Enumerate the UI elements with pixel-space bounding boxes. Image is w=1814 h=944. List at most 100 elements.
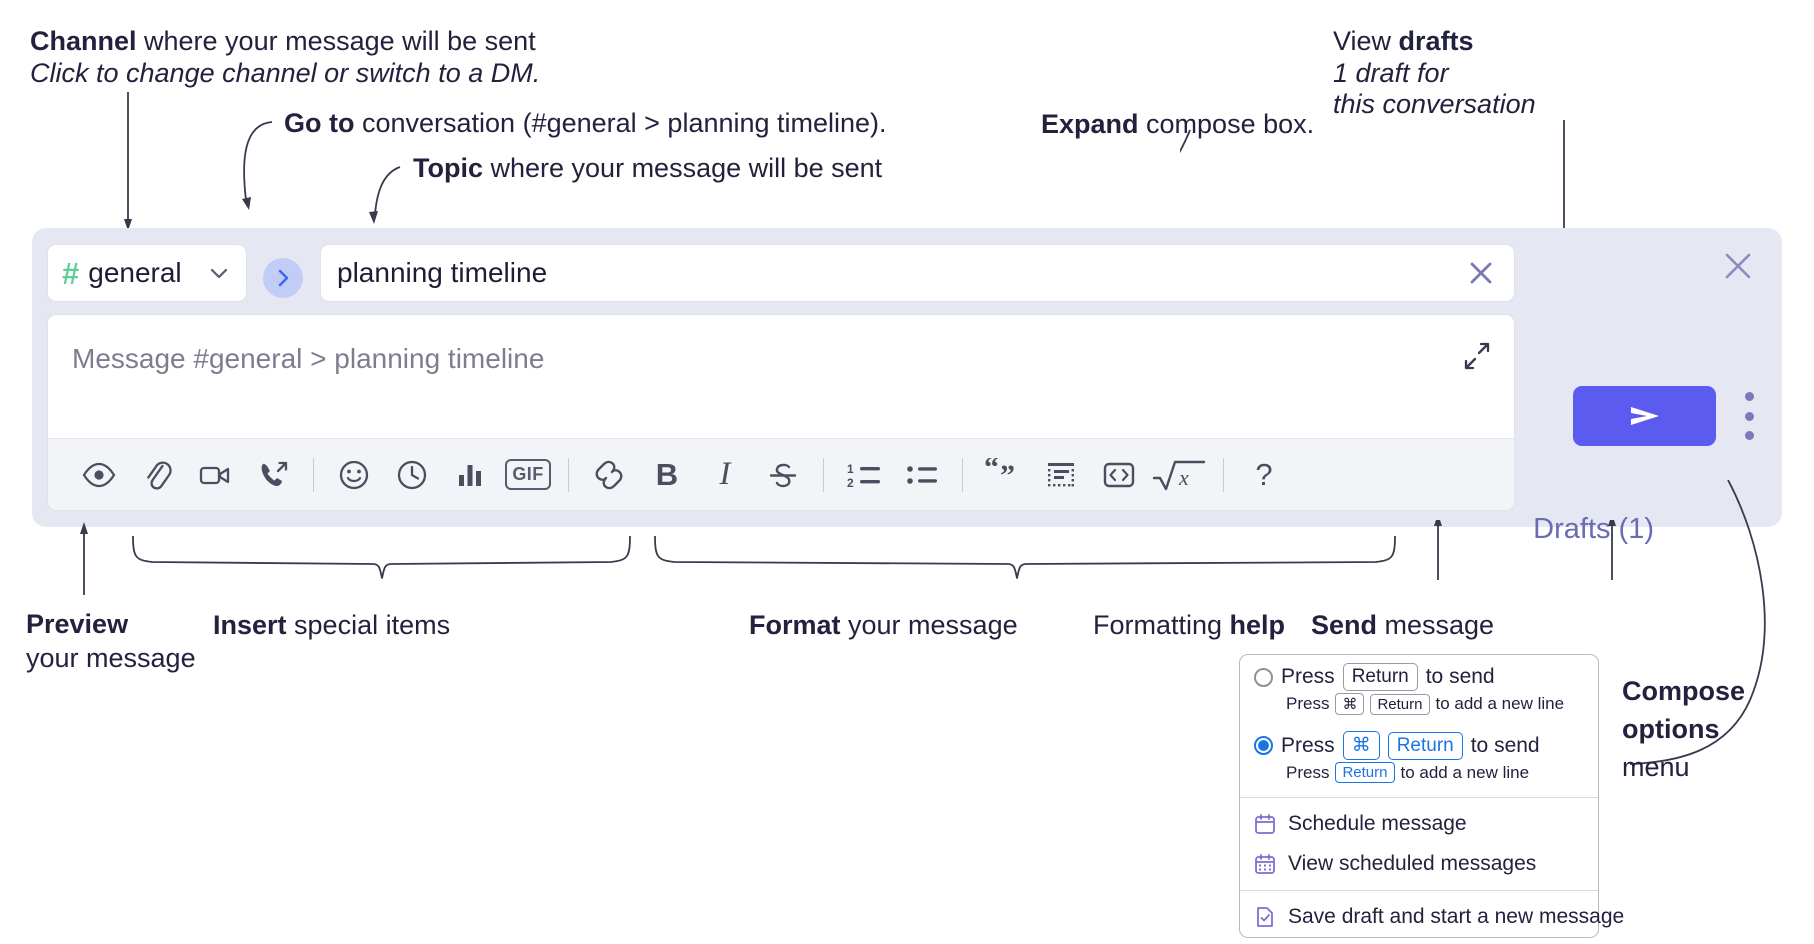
svg-text:2: 2	[847, 476, 854, 490]
option-press-cmd-return-subtext: Press Return to add a new line	[1240, 762, 1598, 791]
annotation-drafts-sub1: 1 draft for	[1333, 58, 1449, 88]
annotation-compose-strong1: Compose	[1622, 676, 1746, 706]
annotation-drafts-sub2: this conversation	[1333, 89, 1536, 119]
annotation-compose-strong2: options	[1622, 714, 1720, 744]
option-action-label: to send	[1470, 733, 1540, 757]
annotation-drafts: View drafts	[1333, 23, 1474, 60]
compose-box: # general planning timeline Message #gen…	[32, 228, 1782, 545]
channel-selector[interactable]: # general	[47, 244, 247, 302]
kebab-dot	[1744, 392, 1754, 401]
radio-selected-icon[interactable]	[1254, 736, 1273, 755]
blockquote-icon[interactable]: “ ”	[974, 446, 1032, 504]
bulleted-list-icon[interactable]	[893, 446, 951, 504]
annotation-insert-strong: Insert	[213, 610, 287, 640]
annotation-topic-strong: Topic	[413, 153, 483, 183]
annotation-expand: Expand compose box.	[1041, 106, 1314, 143]
annotation-channel: Channel where your message will be sent	[30, 23, 536, 60]
annotation-drafts-view: View	[1333, 26, 1399, 56]
italic-icon[interactable]: I	[696, 446, 754, 504]
annotation-preview: Preview your message	[26, 607, 226, 675]
help-label: ?	[1255, 457, 1273, 492]
kebab-dot	[1744, 431, 1754, 440]
annotation-compose-rest: menu	[1622, 752, 1690, 782]
annotation-preview-strong: Preview	[26, 609, 129, 639]
annotation-send-rest: message	[1377, 610, 1495, 640]
key-return: Return	[1335, 762, 1395, 783]
menu-item-label: Save draft and start a new message	[1288, 905, 1625, 928]
close-icon[interactable]	[1464, 256, 1498, 290]
formatting-toolbar: GIF B I	[48, 438, 1514, 510]
option-press-return-to-send[interactable]: Press Return to send	[1240, 655, 1598, 693]
help-icon[interactable]: ?	[1235, 446, 1293, 504]
compose-options-menu-button[interactable]	[1738, 392, 1760, 440]
send-button[interactable]	[1573, 386, 1716, 446]
annotation-expand-strong: Expand	[1041, 109, 1139, 139]
key-return: Return	[1370, 693, 1430, 715]
chevron-right-icon	[278, 269, 289, 287]
annotation-goto-rest: conversation (#general > planning timeli…	[354, 108, 887, 138]
compose-options-dropdown: Press Return to send Press ⌘ Return to a…	[1239, 654, 1624, 938]
menu-item-schedule-message[interactable]: Schedule message	[1240, 804, 1598, 844]
code-icon[interactable]	[1090, 446, 1148, 504]
strikethrough-icon[interactable]	[754, 446, 812, 504]
radio-unselected-icon[interactable]	[1254, 667, 1273, 687]
annotation-drafts-strong: drafts	[1398, 26, 1474, 56]
annotation-channel-rest: where your message will be sent	[136, 26, 536, 56]
key-command: ⌘	[1342, 731, 1380, 760]
annotation-help-pre: Formatting	[1093, 610, 1230, 640]
svg-text:“: “	[984, 458, 999, 484]
clock-icon[interactable]	[383, 446, 441, 504]
option-press-return-subtext: Press ⌘ Return to add a new line	[1240, 693, 1598, 723]
toolbar-divider	[568, 457, 569, 492]
gif-icon[interactable]: GIF	[499, 446, 557, 504]
hash-icon: #	[62, 255, 80, 291]
menu-divider	[1240, 890, 1598, 891]
svg-text:1: 1	[847, 462, 854, 476]
menu-item-label: View scheduled messages	[1288, 852, 1537, 875]
drafts-link[interactable]: Drafts (1)	[1533, 513, 1654, 545]
attachment-icon[interactable]	[128, 446, 186, 504]
topic-input[interactable]: planning timeline	[320, 244, 1515, 302]
poll-icon[interactable]	[441, 446, 499, 504]
close-compose-icon[interactable]	[1718, 246, 1758, 286]
option-press-cmd-return-to-send[interactable]: Press ⌘ Return to send	[1240, 723, 1598, 762]
option-press-label: Press	[1281, 665, 1335, 688]
key-return: Return	[1342, 663, 1418, 691]
menu-item-view-scheduled-messages[interactable]: View scheduled messages	[1240, 844, 1598, 884]
topic-value: planning timeline	[337, 257, 548, 288]
message-placeholder: Message #general > planning timeline	[72, 343, 545, 374]
video-icon[interactable]	[186, 446, 244, 504]
preview-icon[interactable]	[70, 446, 128, 504]
menu-item-save-draft[interactable]: Save draft and start a new message	[1240, 897, 1624, 937]
kebab-dot	[1744, 411, 1754, 421]
sub-action-label: to add a new line	[1435, 694, 1565, 713]
code-block-icon[interactable]	[1032, 446, 1090, 504]
expand-icon[interactable]	[1460, 339, 1494, 373]
message-input-card[interactable]: Message #general > planning timeline	[47, 314, 1515, 511]
toolbar-divider	[823, 457, 824, 492]
annotation-channel-sub: Click to change channel or switch to a D…	[30, 58, 541, 88]
emoji-icon[interactable]	[325, 446, 383, 504]
annotation-help: Formatting help	[1093, 607, 1285, 644]
audio-call-icon[interactable]	[244, 446, 302, 504]
toolbar-divider	[962, 457, 963, 492]
bold-icon[interactable]: B	[638, 446, 696, 504]
annotation-topic-rest: where your message will be sent	[483, 153, 883, 183]
annotation-goto: Go to conversation (#general > planning …	[284, 105, 887, 142]
key-return: Return	[1387, 731, 1463, 760]
channel-name-label: general	[88, 257, 182, 288]
bold-label: B	[655, 457, 679, 492]
math-icon[interactable]: x	[1148, 446, 1212, 504]
save-draft-icon	[1254, 906, 1276, 928]
annotation-format-rest: your message	[840, 610, 1018, 640]
ordered-list-icon[interactable]: 1 2	[835, 446, 893, 504]
annotation-expand-rest: compose box.	[1138, 109, 1315, 139]
annotation-format: Format your message	[749, 607, 1018, 644]
go-to-conversation-button[interactable]	[263, 258, 303, 298]
svg-text:x: x	[1178, 465, 1189, 490]
link-icon[interactable]	[580, 446, 638, 504]
sub-action-label: to add a new line	[1400, 762, 1530, 782]
annotation-send: Send message	[1311, 607, 1494, 644]
option-press-label: Press	[1281, 733, 1335, 757]
annotation-help-strong: help	[1229, 610, 1286, 640]
